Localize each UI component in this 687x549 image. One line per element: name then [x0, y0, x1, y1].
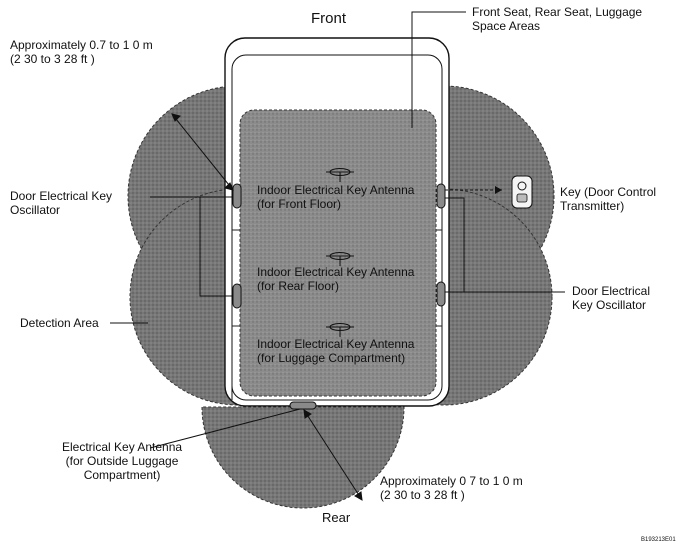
- outside-antenna-line-2: (for Outside Luggage: [65, 454, 179, 468]
- front-seat-areas-label: Front Seat, Rear Seat, Luggage Space Are…: [472, 5, 642, 33]
- antenna-rear-line-1: Indoor Electrical Key Antenna: [257, 265, 415, 279]
- antenna-luggage-line-1: Indoor Electrical Key Antenna: [257, 337, 415, 351]
- approx-distance-bottom: Approximately 0 7 to 1 0 m (2 30 to 3 28…: [380, 474, 523, 502]
- door-osc-left-line-2: Oscillator: [10, 203, 61, 217]
- antenna-front-floor-label: Indoor Electrical Key Antenna (for Front…: [257, 183, 414, 211]
- outside-antenna-line-1: Electrical Key Antenna: [62, 440, 183, 454]
- oscillator-right-rear: [436, 281, 446, 307]
- front-label: Front: [311, 10, 347, 27]
- antenna-luggage-line-2: (for Luggage Compartment): [257, 351, 406, 365]
- approx-bottom-line-1: Approximately 0 7 to 1 0 m: [380, 474, 523, 488]
- door-oscillator-left-label: Door Electrical Key Oscillator: [10, 189, 112, 217]
- outside-antenna-line-3: Compartment): [83, 468, 161, 482]
- antenna-front-line-1: Indoor Electrical Key Antenna: [257, 183, 415, 197]
- oscillator-left-front: [232, 183, 242, 209]
- key-fob-icon: [511, 175, 533, 209]
- approx-bottom-line-2: (2 30 to 3 28 ft ): [380, 488, 465, 502]
- door-osc-left-line-1: Door Electrical Key: [10, 189, 113, 203]
- oscillator-left-rear: [232, 283, 242, 309]
- indoor-antenna-symbols: [326, 168, 354, 337]
- door-oscillator-right-label: Door Electrical Key Oscillator: [572, 284, 650, 312]
- distance-arrow-top: [171, 113, 234, 191]
- antenna-rear-floor-label: Indoor Electrical Key Antenna (for Rear …: [257, 265, 414, 293]
- distance-arrows: [171, 113, 363, 501]
- key-transmitter-line-2: Transmitter): [560, 199, 625, 213]
- outside-antenna-label: Electrical Key Antenna (for Outside Lugg…: [62, 440, 182, 482]
- approx-distance-top: Approximately 0.7 to 1 0 m (2 30 to 3 28…: [10, 38, 153, 66]
- leader-door-osc-right-bracket: [445, 197, 465, 292]
- antenna-luggage-label: Indoor Electrical Key Antenna (for Lugga…: [257, 337, 414, 365]
- leader-lines: [110, 11, 565, 449]
- detection-zone-rear: [201, 406, 405, 509]
- key-transmitter-line-1: Key (Door Control: [560, 185, 657, 199]
- door-osc-right-line-2: Key Oscillator: [572, 298, 647, 312]
- approx-top-line-1: Approximately 0.7 to 1 0 m: [10, 38, 153, 52]
- approx-top-line-2: (2 30 to 3 28 ft ): [10, 52, 95, 66]
- door-oscillators: [232, 183, 446, 410]
- front-seat-areas-line-1: Front Seat, Rear Seat, Luggage: [472, 5, 643, 19]
- oscillator-rear-outside: [289, 401, 317, 410]
- key-transmitter-label: Key (Door Control Transmitter): [560, 185, 656, 213]
- leader-outside-antenna: [149, 408, 301, 449]
- antenna-symbol-rear: [326, 252, 354, 266]
- detection-area-label: Detection Area: [20, 316, 99, 330]
- antenna-symbol-front: [326, 168, 354, 182]
- door-osc-right-line-1: Door Electrical: [572, 284, 651, 298]
- key-arrow-head: [495, 186, 502, 194]
- antenna-rear-line-2: (for Rear Floor): [257, 279, 340, 293]
- door-lines: [232, 229, 442, 327]
- antenna-front-line-2: (for Front Floor): [257, 197, 342, 211]
- leader-front-seat-areas: [411, 11, 466, 128]
- leader-door-osc-left-bracket: [199, 197, 233, 297]
- rear-label: Rear: [322, 510, 351, 525]
- distance-arrow-bottom: [303, 409, 363, 501]
- antenna-symbol-luggage: [326, 323, 354, 337]
- figure-code: B193213E01: [641, 537, 676, 543]
- oscillator-right-front: [436, 183, 446, 209]
- front-seat-areas-line-2: Space Areas: [472, 19, 541, 33]
